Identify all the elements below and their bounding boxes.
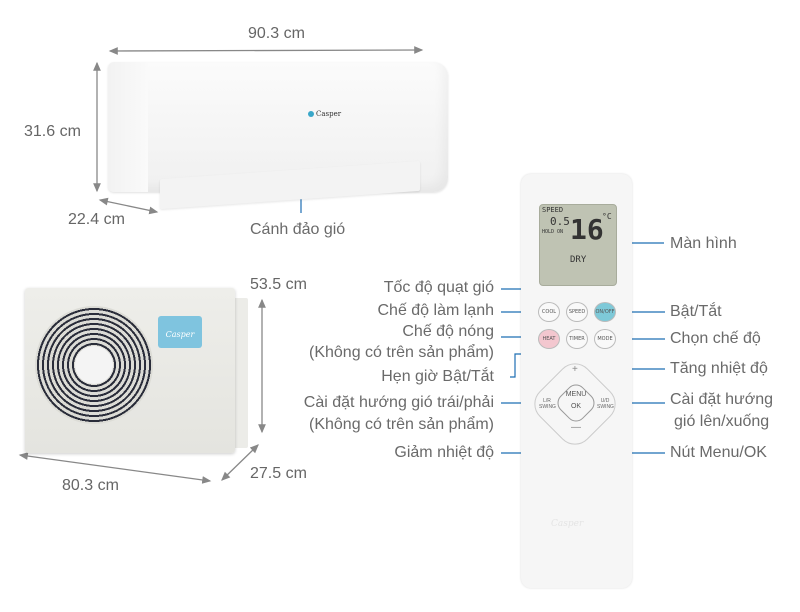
fan-hub bbox=[75, 346, 113, 384]
callout-screen: Màn hình bbox=[670, 235, 737, 252]
lcd-speed: SPEED bbox=[542, 206, 564, 214]
callout-temp-down: Giảm nhiệt độ bbox=[394, 444, 494, 461]
callout-power: Bật/Tắt bbox=[670, 303, 722, 320]
indoor-brand-text: Casper bbox=[316, 110, 342, 118]
callout-lr-swing: Cài đặt hướng gió trái/phải bbox=[303, 394, 494, 411]
flap-label: Cánh đảo gió bbox=[250, 221, 346, 238]
heat-button: HEAT bbox=[538, 329, 560, 349]
speed-button: SPEED bbox=[566, 302, 588, 322]
indoor-width-label: 90.3 cm bbox=[248, 25, 305, 42]
fan-grille-icon bbox=[35, 306, 153, 424]
lcd-hold: HOLD ON bbox=[542, 229, 564, 235]
callout-lr-swing-note: (Không có trên sản phẩm) bbox=[309, 416, 494, 433]
cool-button: COOL bbox=[538, 302, 560, 322]
remote-brand-logo: Casper bbox=[551, 519, 584, 529]
outdoor-unit-image: Casper bbox=[25, 288, 235, 453]
plus-icon: + bbox=[572, 364, 578, 375]
indoor-brand-logo: Casper bbox=[308, 110, 341, 118]
lcd-temperature: 16 bbox=[570, 213, 604, 246]
callout-mode-select: Chọn chế độ bbox=[670, 330, 761, 347]
outdoor-height-label: 53.5 cm bbox=[250, 276, 307, 293]
callout-timer: Hẹn giờ Bật/Tắt bbox=[381, 368, 494, 385]
outdoor-depth-label: 27.5 cm bbox=[250, 465, 307, 482]
outdoor-brand-badge: Casper bbox=[158, 316, 202, 348]
timer-button: TIMER bbox=[566, 329, 588, 349]
minus-icon: — bbox=[571, 422, 581, 433]
callout-menu-ok: Nút Menu/OK bbox=[670, 444, 767, 461]
menu-ok-text: MENU OK bbox=[559, 389, 593, 413]
callout-temp-up: Tăng nhiệt độ bbox=[670, 360, 768, 377]
lcd-mode: DRY bbox=[570, 255, 587, 265]
onoff-button: ON/OFF bbox=[594, 302, 616, 322]
outdoor-width-label: 80.3 cm bbox=[62, 477, 119, 494]
lcd-hour: 0.5 bbox=[550, 215, 570, 228]
indoor-unit-side bbox=[108, 62, 148, 192]
callout-cool-mode: Chế độ làm lạnh bbox=[377, 302, 494, 319]
lr-swing-button: L/R SWING bbox=[539, 398, 556, 410]
callout-heat-note: (Không có trên sản phẩm) bbox=[309, 344, 494, 361]
ud-swing-button: U/D SWING bbox=[597, 398, 614, 410]
callout-ud-swing-2: gió lên/xuống bbox=[674, 413, 770, 430]
callout-fan-speed: Tốc độ quạt gió bbox=[383, 279, 494, 296]
indoor-depth-label: 22.4 cm bbox=[68, 211, 125, 228]
mode-button: MODE bbox=[594, 329, 616, 349]
lcd-unit: °C bbox=[602, 212, 612, 221]
menu-label: MENU bbox=[565, 391, 587, 398]
casper-logo-icon bbox=[308, 111, 314, 117]
remote-lcd-screen: SPEED 0.5 HOLD ON 16 °C DRY bbox=[539, 204, 617, 286]
remote-control-image: SPEED 0.5 HOLD ON 16 °C DRY COOL SPEED O… bbox=[521, 174, 632, 588]
indoor-height-label: 31.6 cm bbox=[24, 123, 81, 140]
callout-heat-mode: Chế độ nóng bbox=[402, 323, 494, 340]
callout-ud-swing: Cài đặt hướng bbox=[670, 391, 774, 408]
ok-label: OK bbox=[570, 403, 582, 410]
